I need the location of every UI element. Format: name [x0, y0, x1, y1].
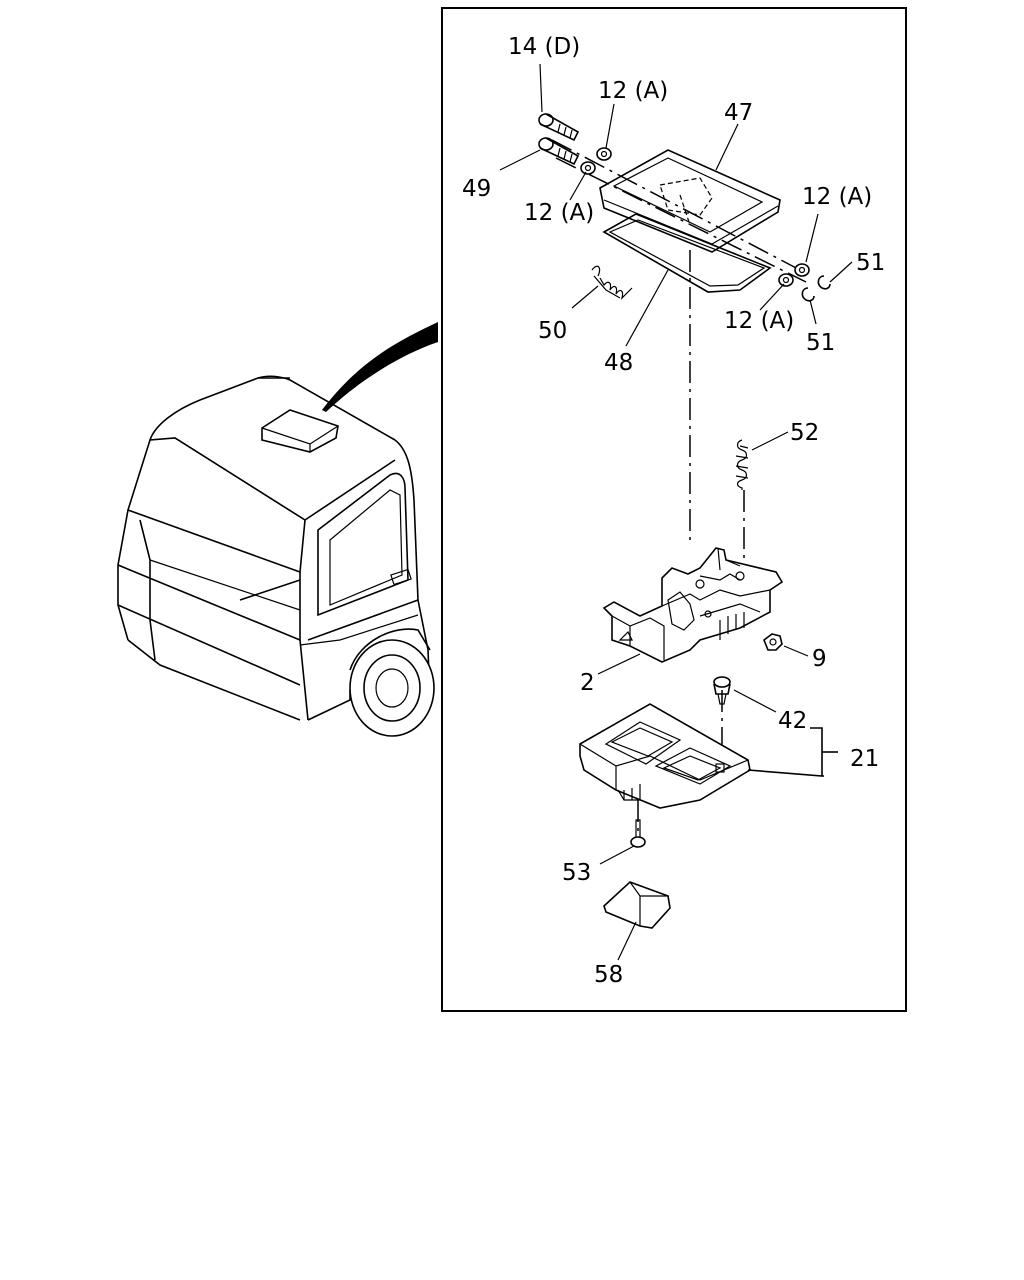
- hatch-assembly: [538, 113, 831, 835]
- callout-51-top: 51: [856, 250, 885, 276]
- callout-51-bottom: 51: [806, 330, 835, 356]
- callout-47: 47: [724, 100, 753, 126]
- lamp-housing-21: [579, 703, 751, 809]
- spring-50: [591, 265, 633, 300]
- spring-52: [735, 439, 749, 490]
- callout-9: 9: [812, 646, 827, 672]
- truck-cab-illustration: [117, 375, 435, 737]
- callout-12a-left: 12 (A): [524, 200, 594, 226]
- callout-12a-right-bottom: 12 (A): [724, 308, 794, 334]
- clip-51-top: [817, 275, 831, 290]
- callout-49: 49: [462, 176, 491, 202]
- callout-58: 58: [594, 962, 623, 988]
- nut-12a-1: [596, 147, 612, 161]
- pointer-swoosh: [322, 322, 438, 412]
- bolt-14d: [538, 113, 580, 142]
- nut-12a-4: [778, 273, 794, 287]
- hatch-seal: [602, 213, 772, 293]
- roof-hatch: [261, 409, 339, 453]
- front-wheel: [349, 639, 435, 737]
- detail-frame: [441, 7, 907, 1012]
- nut-12a-2: [580, 161, 596, 175]
- nut-12a-3: [794, 263, 810, 277]
- callout-42: 42: [778, 708, 807, 734]
- callout-12a-right-top: 12 (A): [802, 184, 872, 210]
- hatch-cover: [599, 149, 781, 253]
- callout-14d: 14 (D): [508, 34, 580, 60]
- callout-21: 21: [850, 746, 879, 772]
- callout-50: 50: [538, 318, 567, 344]
- leader-lines: [499, 63, 853, 961]
- clip-51-bottom: [801, 287, 815, 302]
- callout-12a-top: 12 (A): [598, 78, 668, 104]
- bracket-21: [747, 727, 824, 777]
- cover-58: [603, 881, 671, 929]
- callout-53: 53: [562, 860, 591, 886]
- screw-53: [630, 819, 646, 848]
- callout-48: 48: [604, 350, 633, 376]
- clip-42: [713, 676, 731, 705]
- nut-9: [763, 633, 783, 651]
- bracket-2: [602, 547, 784, 663]
- callout-2: 2: [580, 670, 595, 696]
- bolt-49: [538, 137, 580, 166]
- callout-52: 52: [790, 420, 819, 446]
